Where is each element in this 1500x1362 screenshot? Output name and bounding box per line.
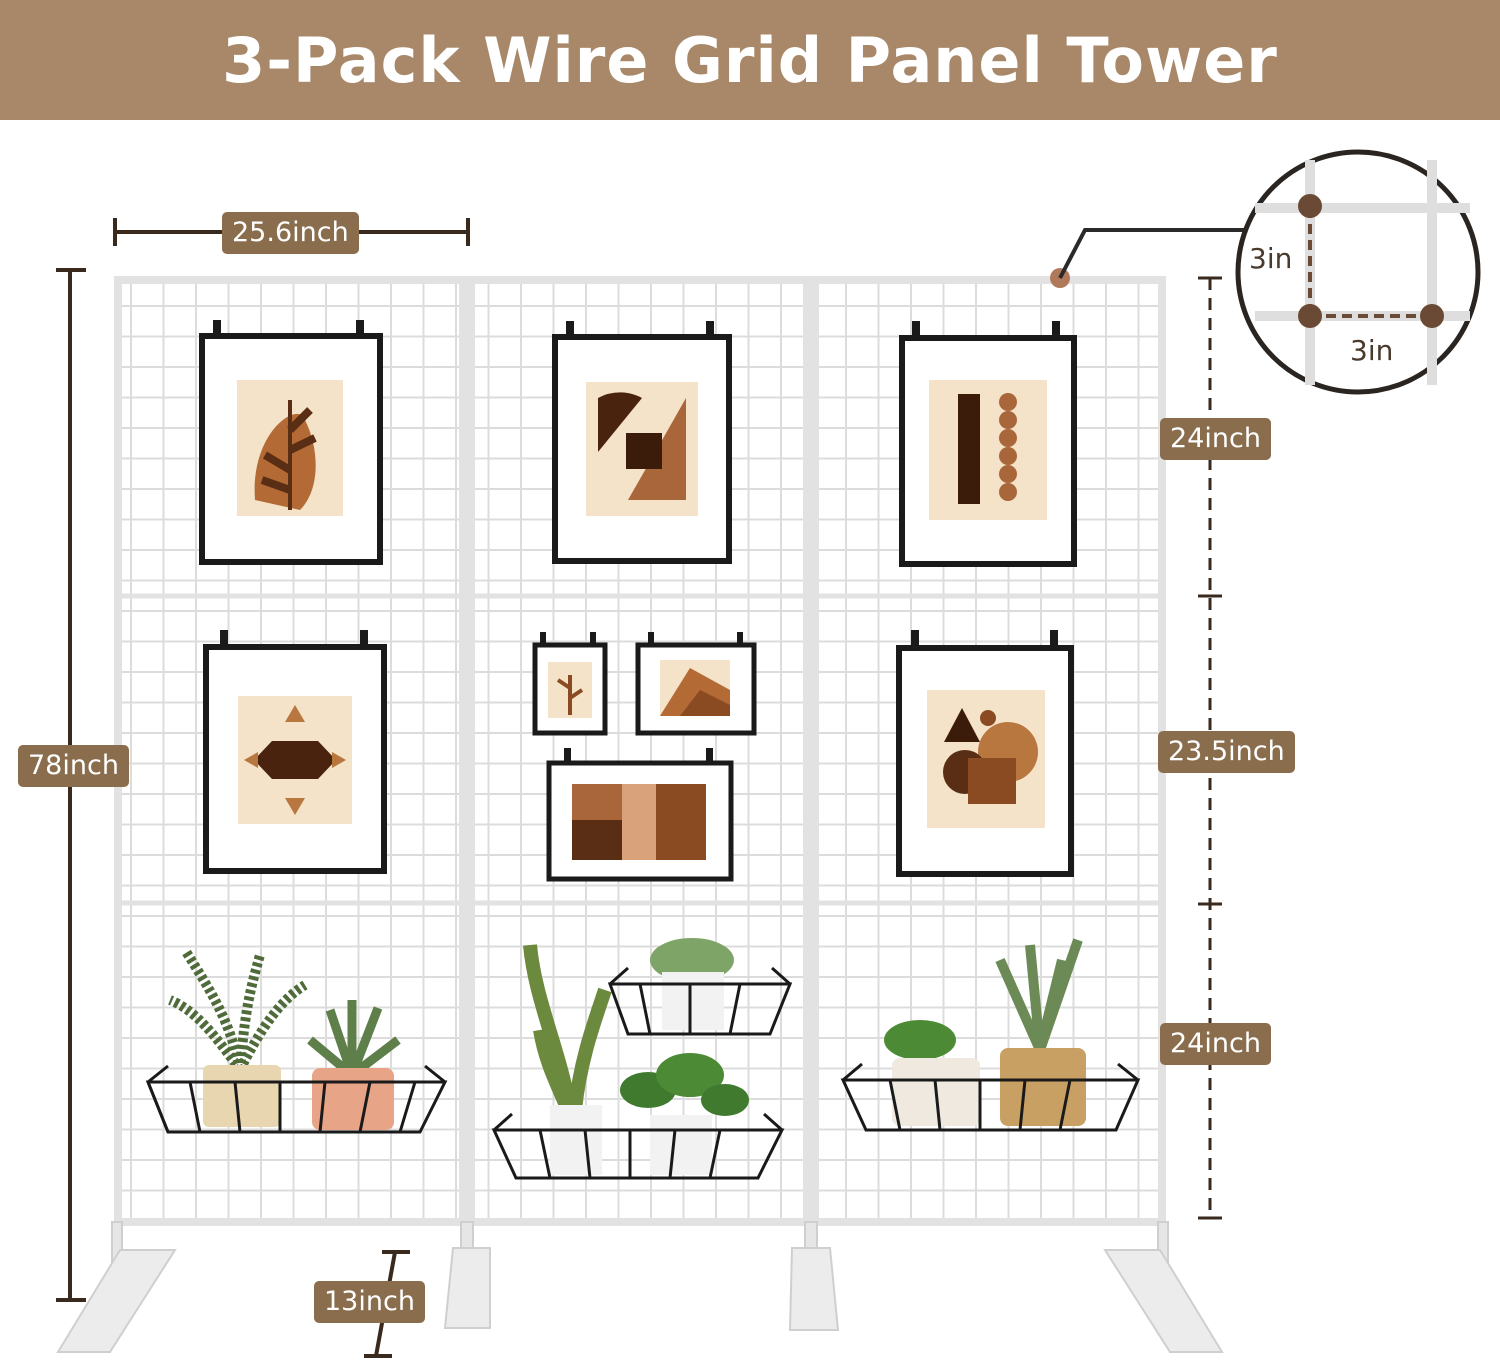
section-bottom-label: 24inch	[1160, 1023, 1271, 1065]
base-depth-label: 13inch	[314, 1281, 425, 1323]
picture-frame	[199, 320, 383, 565]
wire-basket	[840, 1062, 1141, 1132]
picture-frame	[635, 632, 757, 736]
picture-frame	[203, 630, 387, 874]
support-poles	[111, 1221, 1169, 1303]
wire-basket	[145, 1064, 448, 1134]
section-top-label: 24inch	[1160, 418, 1271, 460]
height-label: 78inch	[18, 745, 129, 787]
page-title: 3-Pack Wire Grid Panel Tower	[222, 23, 1278, 97]
plant-pothos	[620, 1053, 749, 1175]
width-label: 25.6inch	[222, 212, 359, 254]
grid-horizontal-spacing-label: 3in	[1350, 334, 1394, 367]
grid-panel-left	[114, 276, 467, 1226]
plant-echeveria	[650, 938, 734, 1030]
wire-basket	[607, 966, 793, 1036]
plant-snake	[523, 944, 612, 1175]
picture-frame	[546, 748, 734, 882]
grid-detail-callout	[1050, 149, 1481, 395]
grid-vertical-spacing-label: 3in	[1249, 242, 1293, 275]
picture-frame	[896, 630, 1074, 877]
picture-frame	[899, 321, 1077, 567]
picture-frame	[552, 321, 732, 564]
wire-basket	[491, 1112, 785, 1180]
picture-frame	[532, 632, 608, 736]
title-banner: 3-Pack Wire Grid Panel Tower	[0, 0, 1500, 120]
base-feet	[56, 1247, 1224, 1353]
section-middle-label: 23.5inch	[1158, 731, 1295, 773]
